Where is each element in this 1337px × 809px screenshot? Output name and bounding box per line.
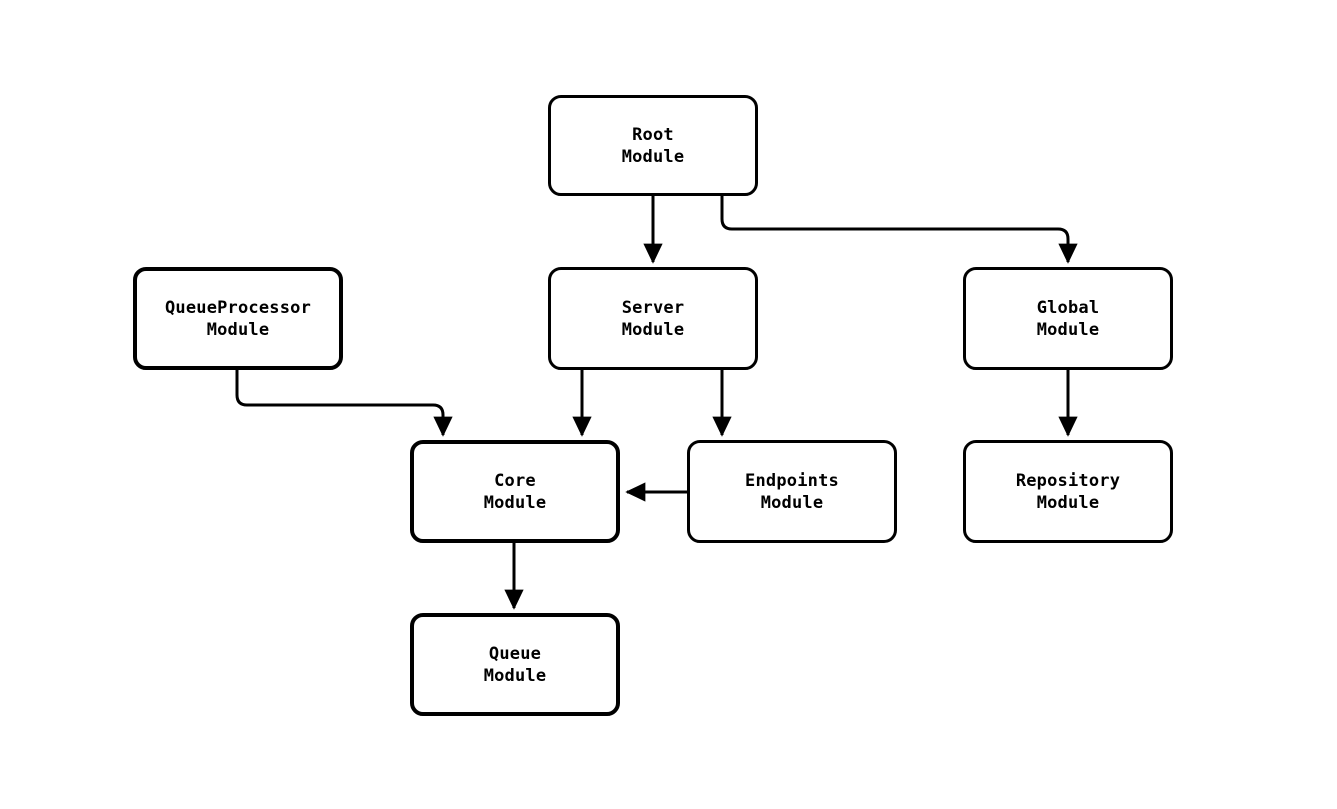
node-root[interactable]: Root Module — [548, 95, 758, 196]
node-label-server: Server Module — [621, 297, 685, 340]
node-label-queueprocessor: QueueProcessor Module — [164, 297, 312, 340]
node-label-core: Core Module — [483, 470, 547, 513]
node-label-repository: Repository Module — [1015, 470, 1121, 513]
edge-root-to-global — [720, 196, 1078, 264]
node-core[interactable]: Core Module — [410, 440, 620, 543]
node-label-queue: Queue Module — [483, 643, 547, 686]
node-repository[interactable]: Repository Module — [963, 440, 1173, 543]
node-global[interactable]: Global Module — [963, 267, 1173, 370]
node-server[interactable]: Server Module — [548, 267, 758, 370]
node-endpoints[interactable]: Endpoints Module — [687, 440, 897, 543]
node-label-global: Global Module — [1036, 297, 1100, 340]
node-queue[interactable]: Queue Module — [410, 613, 620, 716]
edge-queueprocessor-to-core — [235, 370, 453, 437]
node-label-root: Root Module — [621, 124, 685, 167]
node-label-endpoints: Endpoints Module — [745, 470, 839, 513]
node-queueprocessor[interactable]: QueueProcessor Module — [133, 267, 343, 370]
